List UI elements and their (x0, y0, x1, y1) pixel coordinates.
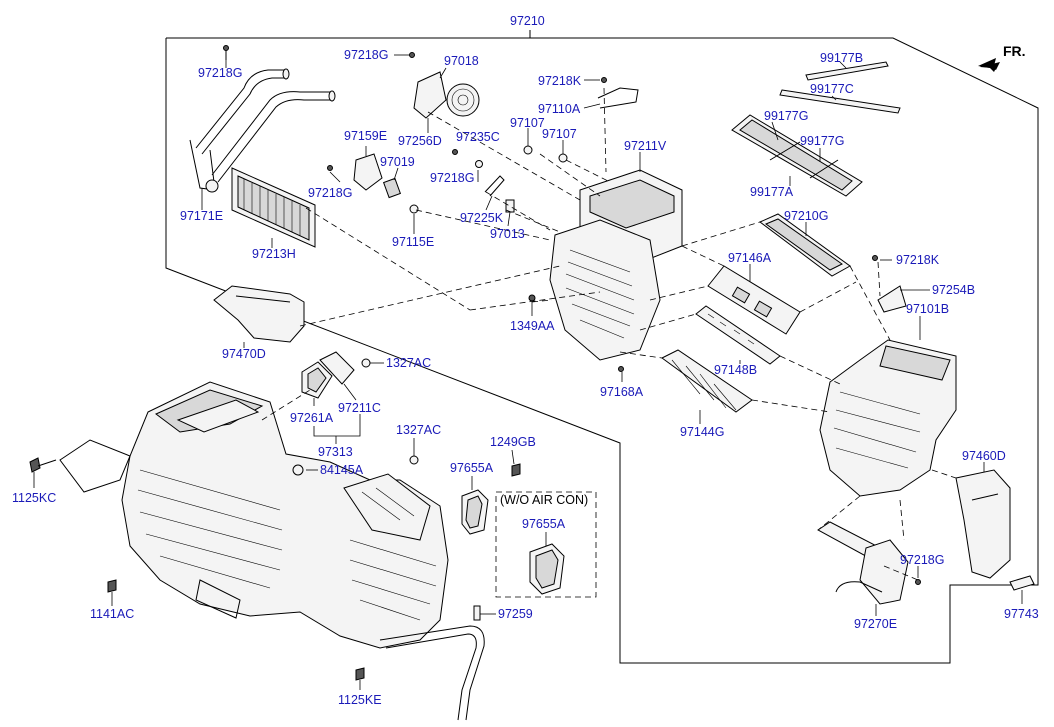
label-97270E[interactable]: 97270E (854, 617, 897, 631)
gasket-97655a-upper (461, 489, 489, 535)
label-97019[interactable]: 97019 (380, 155, 415, 169)
label-1349AA[interactable]: 1349AA (510, 319, 555, 333)
label-99177G-a[interactable]: 99177G (764, 109, 808, 123)
front-direction-label: FR. (1003, 43, 1026, 59)
label-97148B[interactable]: 97148B (714, 363, 757, 377)
label-84145A[interactable]: 84145A (320, 463, 364, 477)
label-97213H[interactable]: 97213H (252, 247, 296, 261)
label-99177A[interactable]: 99177A (750, 185, 794, 199)
wo-air-con-note: (W/O AIR CON) (500, 493, 588, 507)
hose-97259 (379, 605, 485, 721)
label-97218G-a[interactable]: 97218G (198, 66, 242, 80)
gasket-97211c (319, 351, 371, 385)
label-97256D[interactable]: 97256D (398, 134, 442, 148)
part-labels: 97210 97218G 97218G 97018 97218K 97110A … (12, 14, 1039, 707)
label-97171E[interactable]: 97171E (180, 209, 223, 223)
label-97313[interactable]: 97313 (318, 445, 353, 459)
wo-air-con-box (495, 491, 597, 598)
label-97259[interactable]: 97259 (498, 607, 533, 621)
seal-99177a-frame (731, 114, 863, 197)
label-97211V[interactable]: 97211V (624, 139, 667, 153)
seal-99177b (805, 61, 889, 81)
label-97168A[interactable]: 97168A (600, 385, 644, 399)
label-97115E[interactable]: 97115E (392, 235, 434, 249)
filter-97270e (817, 521, 921, 605)
heater-pipe-part (189, 68, 336, 193)
label-97144G[interactable]: 97144G (680, 425, 724, 439)
duct-97460d (955, 469, 1011, 579)
label-97254B[interactable]: 97254B (932, 283, 975, 297)
label-99177C[interactable]: 99177C (810, 82, 854, 96)
hvac-assembly-lower (59, 381, 449, 649)
label-1327AC-a[interactable]: 1327AC (386, 356, 431, 370)
label-97261A[interactable]: 97261A (290, 411, 334, 425)
label-97211C[interactable]: 97211C (338, 401, 381, 415)
gasket-97261a (301, 361, 333, 399)
label-1125KE[interactable]: 1125KE (338, 693, 382, 707)
label-97107-b[interactable]: 97107 (542, 127, 577, 141)
label-97218K-b[interactable]: 97218K (896, 253, 940, 267)
label-97655A-a[interactable]: 97655A (450, 461, 494, 475)
label-97018[interactable]: 97018 (444, 54, 479, 68)
gasket-97655a-lower (529, 543, 565, 595)
screw-parts (223, 45, 907, 372)
seal-99177c (779, 89, 901, 114)
label-97146A[interactable]: 97146A (728, 251, 772, 265)
actuator-97159e (353, 153, 402, 199)
label-97110A[interactable]: 97110A (538, 102, 581, 116)
door-97144g (661, 349, 753, 413)
label-97159E[interactable]: 97159E (344, 129, 387, 143)
label-1249GB[interactable]: 1249GB (490, 435, 536, 449)
case-lower-part (819, 339, 957, 497)
label-97460D[interactable]: 97460D (962, 449, 1006, 463)
label-97218G-b[interactable]: 97218G (344, 48, 388, 62)
case-upper-part (549, 169, 683, 361)
label-97210G[interactable]: 97210G (784, 209, 828, 223)
dashed-leaders (261, 87, 957, 581)
heater-core-part (231, 167, 316, 248)
actuator-97018 (413, 71, 480, 119)
assembly-frame (165, 30, 1039, 664)
label-97655A-b[interactable]: 97655A (522, 517, 566, 531)
label-97013[interactable]: 97013 (490, 227, 525, 241)
label-97743[interactable]: 97743 (1004, 607, 1039, 621)
label-97210[interactable]: 97210 (510, 14, 545, 28)
label-97235C[interactable]: 97235C (456, 130, 500, 144)
label-99177G-b[interactable]: 99177G (800, 134, 844, 148)
front-arrow-icon (978, 58, 1000, 72)
label-97470D[interactable]: 97470D (222, 347, 266, 361)
bolts-lower (29, 455, 521, 681)
label-97218G-d[interactable]: 97218G (430, 171, 474, 185)
label-97218G-c[interactable]: 97218G (308, 186, 352, 200)
label-97218G-e[interactable]: 97218G (900, 553, 944, 567)
label-1327AC-b[interactable]: 1327AC (396, 423, 441, 437)
label-97101B[interactable]: 97101B (906, 302, 949, 316)
label-1125KC[interactable]: 1125KC (12, 491, 56, 505)
label-1141AC[interactable]: 1141AC (90, 607, 134, 621)
label-leaders (33, 54, 1023, 690)
duct-97470d (213, 285, 305, 343)
clip-97743 (1009, 575, 1035, 591)
evaporator-part (759, 213, 851, 277)
label-97218K-a[interactable]: 97218K (538, 74, 582, 88)
label-97107-a[interactable]: 97107 (510, 116, 545, 130)
label-97225K[interactable]: 97225K (460, 211, 504, 225)
label-99177B[interactable]: 99177B (820, 51, 863, 65)
